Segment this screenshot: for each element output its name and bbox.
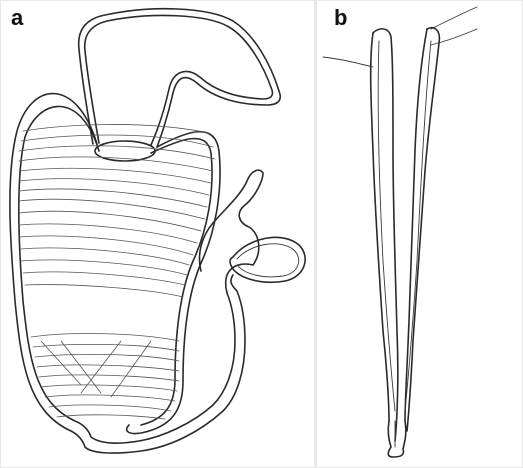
trunk-inner-outline	[19, 106, 235, 443]
tube-right-inner	[405, 29, 427, 421]
panel-label-b: b	[334, 7, 347, 29]
bulb-inner-outline	[237, 244, 299, 277]
panel-a-drawing	[1, 1, 314, 467]
proboscis-outline	[79, 9, 281, 147]
tube-left-inner	[371, 33, 389, 421]
panel-b: b	[317, 1, 522, 467]
panel-a: a	[1, 1, 314, 467]
panel-label-a: a	[11, 7, 23, 29]
trunk-right-inner-outline	[141, 139, 212, 425]
panel-b-drawing	[317, 1, 522, 467]
lower-hatching	[31, 334, 179, 419]
trunk-opening	[95, 141, 155, 161]
hair-line	[431, 7, 477, 29]
hair-line	[323, 57, 373, 67]
upper-hatching	[19, 124, 215, 297]
